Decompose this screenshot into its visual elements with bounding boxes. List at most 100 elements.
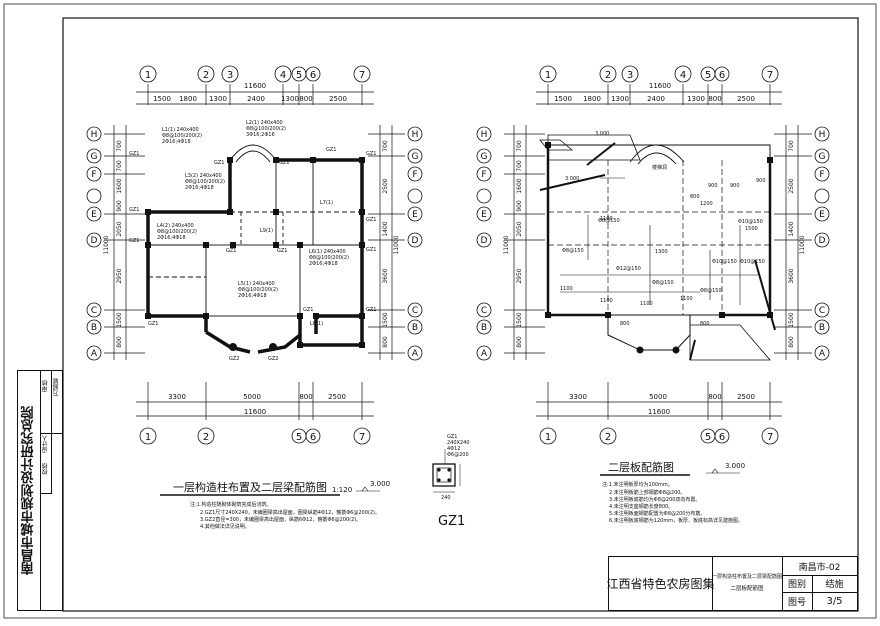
col-gz2-label: GZ2	[229, 356, 239, 362]
right-plan-side-dimensions: 11000 700 700 1600 900 2050 2950 1500 80…	[503, 140, 806, 348]
left-plan-side-axes: H G F E D C B A H G F E D C B A	[91, 130, 419, 359]
col-label: GZ1	[129, 151, 139, 157]
design-label-cell: 设计人 校核	[40, 433, 52, 494]
col-label: GZ1	[366, 151, 376, 157]
audit-label: 审核	[42, 380, 49, 392]
col-label: GZ1	[226, 248, 236, 254]
beam-l1-stirrup: Φ8@100/200(2)	[162, 133, 202, 139]
axis-side-right-H: H	[412, 130, 419, 140]
beam-l2-stirrup: Φ8@100/200(2)	[246, 126, 286, 132]
dim-right-1: 700	[382, 140, 389, 152]
axis-side-right-C: C	[412, 306, 418, 316]
r-axis-top-1: 1	[545, 70, 551, 81]
left-plan-axis-bubbles	[86, 65, 423, 445]
dim-left-7: 1500	[116, 312, 123, 327]
dim-left-8: 800	[116, 336, 123, 348]
audit-name: 万超颖	[53, 378, 60, 396]
right-plan-axis-bubbles	[476, 65, 830, 445]
axis-top-6: 6	[310, 70, 316, 81]
collection-cell: 江西省特色农房图集	[606, 557, 715, 610]
axis-side-right-D: D	[412, 236, 419, 246]
axis-side-right-F: F	[412, 170, 417, 180]
note-line: 注:1.构造柱随砌体砌筑完成后浇筑。	[190, 501, 271, 508]
r-axis-bottom-7: 7	[767, 432, 773, 443]
r-axis-bottom-6: 6	[719, 432, 725, 443]
r-axis-side: H	[481, 130, 488, 140]
r-axis-side: E	[819, 210, 825, 220]
dim-left-4: 900	[116, 200, 123, 212]
beam-l6-rebar: 2Φ16;4Φ18	[309, 261, 338, 267]
length-label: 1100	[640, 301, 653, 307]
elevation-mark-icon	[706, 468, 740, 474]
dim-bottom-2: 5000	[243, 393, 261, 401]
length-label: 800	[700, 321, 710, 327]
type-label-cell: 图别	[782, 575, 813, 593]
r-dim-top: 2400	[647, 95, 665, 103]
rebar-label: Φ8@150	[562, 248, 584, 254]
beam-l2-title: L2(1) 240x400	[246, 120, 283, 126]
axis-bottom-1: 1	[145, 432, 151, 443]
length-label: 900	[756, 178, 766, 184]
dim-side-total-right: 11000	[393, 235, 400, 254]
col-label: GZ1	[366, 247, 376, 253]
dim-right-5: 1500	[382, 312, 389, 327]
left-plan-column-labels: GZ1 GZ1 GZ1 GZ1 GZ1 GZ1 GZ1 GZ1 GZ1 GZ1 …	[129, 147, 376, 362]
axis-top-4: 4	[280, 70, 286, 81]
col-label: GZ1	[366, 217, 376, 223]
left-title-strip: 南昌市城市规划设计研究总院 审核 万超颖 设计人 校核	[17, 370, 63, 611]
dim-total-bottom: 11600	[244, 408, 266, 416]
r-dim-right: 2500	[788, 178, 795, 193]
collection-name: 江西省特色农房图集	[606, 577, 715, 591]
r-dim-side-total: 11000	[503, 235, 510, 254]
r-dim-bottom: 5000	[649, 393, 667, 401]
beam-l9-label: L9(1)	[260, 228, 273, 234]
dim-top-7: 2500	[329, 95, 347, 103]
dim-top-4: 2400	[247, 95, 265, 103]
right-plan-elevation: 3.000	[725, 462, 745, 470]
check-label: 校核	[42, 463, 49, 475]
gz1-detail-main-rebar: 4Φ12	[447, 446, 460, 452]
beam-l4-stirrup: Φ8@100/200(2)	[157, 229, 197, 235]
r-dim-top: 2500	[737, 95, 755, 103]
r-elev: 3.000	[565, 176, 579, 182]
note-line: 6.未注明板底钢筋为120mm，板厚、板底标高详见建施图。	[609, 517, 743, 524]
number-value: 3/5	[826, 595, 843, 607]
region-label: 南昌市-02	[798, 562, 841, 573]
left-plan-beam-notes: L1(1) 240x400 Φ8@100/200(2) 2Φ16;4Φ18 L2…	[157, 120, 349, 327]
dim-top-3: 1300	[209, 95, 227, 103]
axis-side-right-B: B	[412, 323, 418, 333]
number-value-cell: 3/5	[812, 592, 857, 610]
r-axis-side: D	[819, 236, 826, 246]
r-axis-side: C	[481, 306, 487, 316]
r-axis-top-7: 7	[767, 70, 773, 81]
rebar-label: Φ10@150	[740, 259, 765, 265]
r-axis-top-2: 2	[605, 70, 611, 81]
left-plan-elevation: 3.000	[370, 480, 390, 488]
beam-l3-stirrup: Φ8@100/200(2)	[185, 179, 225, 185]
note-line: 2.未注明板筋上部钢筋Φ8@200。	[609, 489, 685, 496]
r-axis-side: C	[819, 306, 825, 316]
axis-top-5: 5	[296, 70, 302, 81]
r-dim-right: 3600	[788, 268, 795, 283]
r-axis-side: F	[481, 170, 486, 180]
left-plan-scale: 1:120	[332, 486, 352, 494]
r-axis-top-3: 3	[627, 70, 633, 81]
institute-name: 南昌市城市规划设计研究总院	[21, 406, 37, 575]
gz1-detail-caption: GZ1	[438, 514, 465, 529]
dim-top-1: 1500	[153, 95, 171, 103]
gz1-detail-stirrup: Φ6@200	[447, 452, 469, 458]
rebar-label: Φ10@150	[712, 259, 737, 265]
r-axis-top-6: 6	[719, 70, 725, 81]
rebar-label: Φ8@150	[598, 218, 620, 224]
r-dim-left: 800	[516, 336, 523, 348]
right-plan-notes: 注:1.未注明板厚均为100mm。 2.未注明板筋上部钢筋Φ8@200。 3.未…	[602, 481, 743, 524]
dim-bottom-1: 3300	[168, 393, 186, 401]
r-dim-left: 1600	[516, 178, 523, 193]
col-label: GZ1	[214, 160, 224, 166]
col-label: GZ1	[129, 238, 139, 244]
r-dim-left: 900	[516, 200, 523, 212]
outer-frame	[3, 3, 877, 619]
audit-name-cell: 万超颖	[51, 371, 62, 434]
beam-l5-rebar: 2Φ16;4Φ18	[238, 293, 267, 299]
